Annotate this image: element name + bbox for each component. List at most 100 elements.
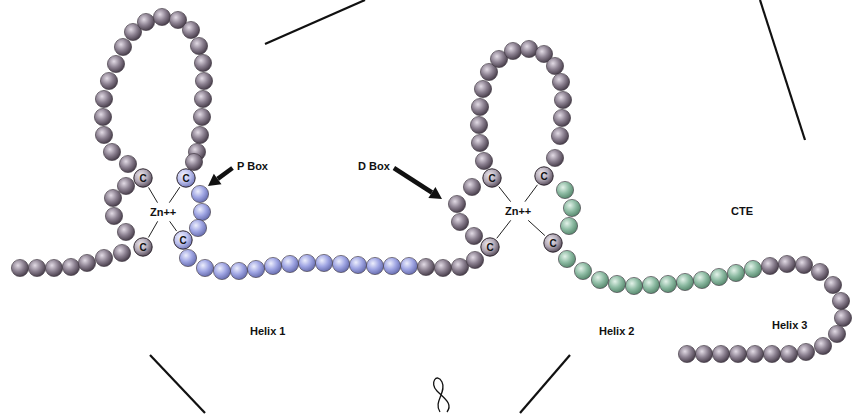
amino-acid-bead [281,255,298,272]
zinc-label: Zn++ [505,205,531,218]
amino-acid-bead [546,149,563,166]
residue-letter: C [480,237,500,253]
amino-acid-bead [190,37,207,54]
amino-acid-bead [797,343,814,360]
amino-acid-bead [451,213,468,230]
amino-acid-bead [834,309,851,326]
frame-lines [150,0,805,413]
amino-acid-bead [778,255,795,272]
residue-letter: C [173,230,193,246]
amino-acid-bead [195,72,212,89]
residue-letter: C [534,166,554,182]
amino-acid-bead [729,345,746,362]
amino-acid-bead [137,13,154,30]
amino-acid-bead [659,275,676,292]
amino-acid-bead [712,345,729,362]
amino-acid-bead [470,116,487,133]
bead-circle [544,234,562,252]
amino-acid-bead [28,259,45,276]
amino-acid-bead [475,152,492,169]
bead-circle [535,167,553,185]
amino-acid-bead [383,257,400,274]
amino-acid-bead [474,80,491,97]
amino-acid-bead [678,345,695,362]
amino-acid-bead [179,249,196,266]
arrow-shaft [218,168,233,179]
amino-acid-bead [558,250,575,267]
cysteine-bead: C [176,168,196,188]
amino-acid-bead [710,268,727,285]
helix-label: Helix 2 [599,325,634,338]
amino-acid-bead [625,277,642,294]
amino-acid-bead [824,276,841,293]
amino-acid-bead [191,185,208,202]
amino-acid-bead [117,223,134,240]
amino-acid-bead [194,90,211,107]
amino-acid-bead [417,258,434,275]
coordination-line [170,221,177,231]
amino-acid-bead [451,258,468,275]
amino-acid-bead [554,91,571,108]
amino-acid-bead [193,203,210,220]
amino-acid-bead [119,155,136,172]
amino-acid-bead [105,207,122,224]
amino-acid-bead [434,259,451,276]
frame-line [150,355,205,413]
frame-line [520,355,570,413]
amino-acid-bead [349,256,366,273]
amino-acid-bead [642,276,659,293]
amino-acid-bead [727,264,744,281]
amino-acid-bead [193,108,210,125]
amino-acid-bead [695,345,712,362]
amino-acid-bead [95,126,112,143]
amino-acid-bead [814,337,831,354]
amino-acid-bead [117,177,134,194]
p-box-label: P Box [237,160,268,173]
amino-acid-bead [191,126,208,143]
amino-acid-bead [78,254,95,271]
pointer-arrows [208,168,442,199]
amino-acid-bead [230,262,247,279]
amino-acid-bead [676,273,693,290]
amino-acid-bead [366,257,383,274]
amino-acid-bead [551,127,568,144]
cysteine-bead: C [543,233,563,253]
amino-acid-bead [104,189,121,206]
cte-label: CTE [731,205,753,218]
amino-acid-bead [247,260,264,277]
amino-acid-bead [264,257,281,274]
residue-letter: C [133,237,153,253]
amino-acid-bead [182,21,199,38]
amino-acid-bead [189,219,206,236]
cysteine-bead: C [133,168,153,188]
amino-acid-bead [560,217,577,234]
helix-label: Helix 3 [772,319,807,332]
amino-acid-bead [466,251,483,268]
amino-acid-bead [153,8,170,25]
amino-acid-bead [795,256,812,273]
amino-acid-bead [185,153,202,170]
amino-acid-bead [780,345,797,362]
amino-acid-bead [400,257,417,274]
amino-acid-bead [107,55,124,72]
amino-acid-bead [574,262,591,279]
amino-acid-bead [332,255,349,272]
cysteine-bead: C [480,237,500,257]
amino-acid-bead [693,271,710,288]
amino-acid-bead [113,244,130,261]
residue-letter: C [482,168,502,184]
amino-acid-bead [746,345,763,362]
amino-acid-bead [463,178,480,195]
arrow-shaft [394,168,432,193]
cysteine-bead: C [482,168,502,188]
bead-circle [481,238,499,256]
frame-line [760,0,805,140]
amino-acid-bead [811,263,828,280]
amino-acid-bead [553,109,570,126]
coordination-line [149,187,158,202]
arrow-head [428,187,442,199]
amino-acid-bead [315,254,332,271]
amino-acid-bead [103,143,120,160]
residue-letter: C [133,168,153,184]
bead-circle [134,169,152,187]
